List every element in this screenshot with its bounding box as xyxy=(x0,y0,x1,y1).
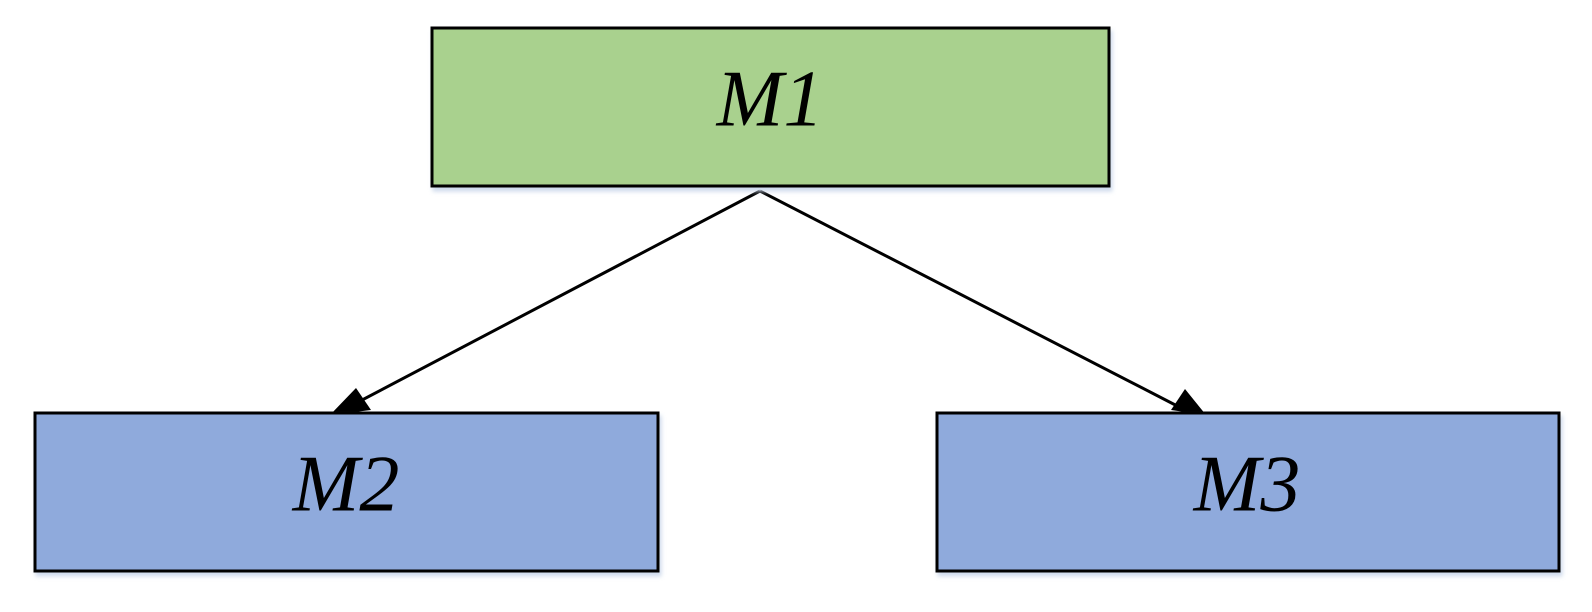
node-m3-label: M3 xyxy=(1193,440,1301,528)
node-m1: M1 xyxy=(430,26,1111,188)
node-m2-label: M2 xyxy=(292,440,400,528)
arrowhead-m1-to-m2 xyxy=(330,388,371,415)
node-m3: M3 xyxy=(935,411,1561,573)
node-m2: M2 xyxy=(33,411,660,573)
edges xyxy=(330,189,1206,415)
edge-m1-to-m3 xyxy=(759,189,1186,412)
node-m3-box xyxy=(935,411,1561,573)
edge-m1-to-m2 xyxy=(342,189,761,412)
node-m1-box xyxy=(430,26,1111,188)
node-m2-box xyxy=(33,411,660,573)
node-m1-label: M1 xyxy=(716,55,824,143)
arrowhead-m1-to-m3 xyxy=(1171,389,1206,415)
